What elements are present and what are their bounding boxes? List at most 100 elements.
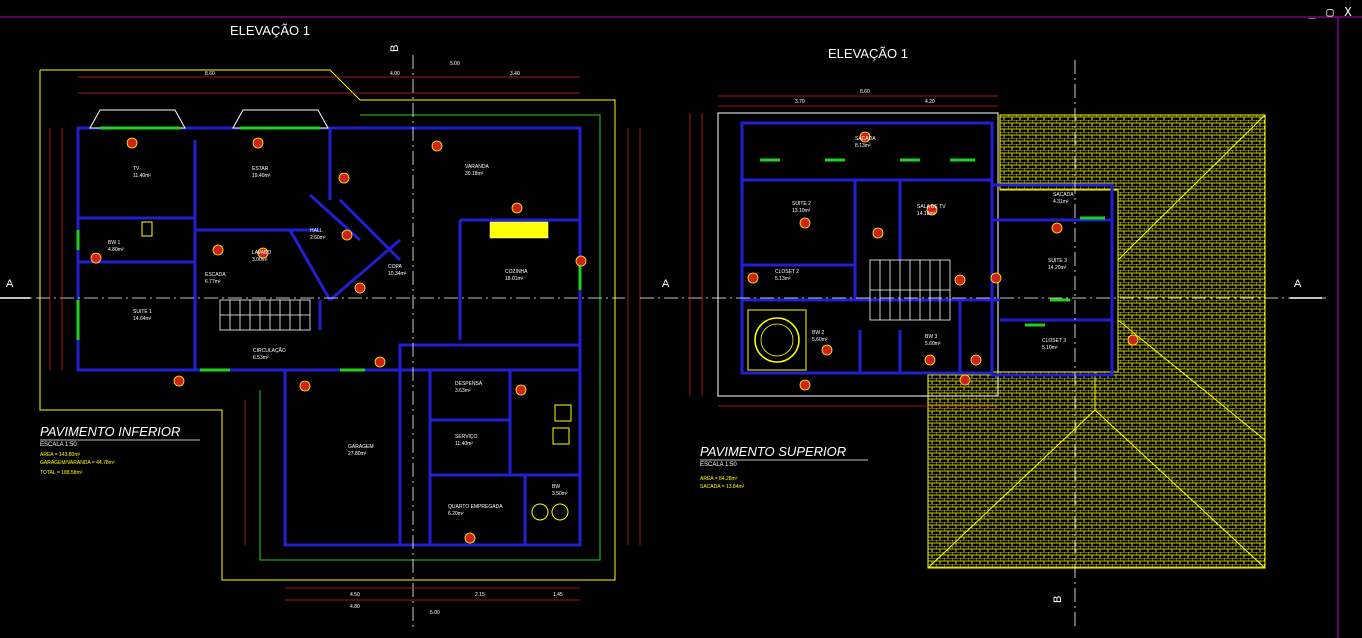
left-elevation-label: ELEVAÇÃO 1	[230, 23, 310, 38]
svg-text:18.01m²: 18.01m²	[505, 276, 524, 282]
svg-text:6.53m²: 6.53m²	[253, 355, 269, 361]
svg-text:HALL: HALL	[310, 228, 323, 234]
svg-text:SUITE 3: SUITE 3	[1048, 258, 1067, 264]
svg-text:14.18m²: 14.18m²	[917, 211, 936, 217]
svg-text:SUITE 1: SUITE 1	[133, 309, 152, 315]
svg-text:BW 1: BW 1	[108, 240, 120, 246]
svg-text:3.63m²: 3.63m²	[455, 388, 471, 394]
rdim-1: 3.70	[795, 99, 805, 105]
svg-text:3.00m²: 3.00m²	[252, 257, 268, 263]
svg-text:14.20m²: 14.20m²	[1048, 265, 1067, 271]
svg-text:8.13m²: 8.13m²	[855, 143, 871, 149]
svg-text:CLOSET 2: CLOSET 2	[775, 269, 799, 275]
room-bw2: BW 25.60m²	[812, 330, 828, 343]
svg-text:6.20m²: 6.20m²	[448, 511, 464, 517]
rdim-2: 4.20	[925, 99, 935, 105]
left-green-line	[259, 114, 601, 561]
svg-text:DESPENSA: DESPENSA	[455, 381, 483, 387]
svg-text:TV: TV	[133, 166, 140, 172]
left-bath-fixtures	[141, 221, 572, 521]
dim-top-3: 3.40	[510, 71, 520, 77]
room-closet3: CLOSET 35.10m²	[1042, 338, 1066, 351]
right-dimension-lines	[689, 95, 998, 407]
left-plan-title: PAVIMENTO INFERIOR	[40, 424, 180, 439]
left-roof-outline	[39, 69, 616, 581]
room-suite3: SUITE 314.20m²	[1048, 258, 1067, 271]
svg-text:2.60m²: 2.60m²	[310, 235, 326, 241]
right-windows	[760, 158, 1105, 327]
svg-text:4.80m²: 4.80m²	[108, 247, 124, 253]
svg-text:19.40m²: 19.40m²	[252, 173, 271, 179]
right-section-b: B	[1052, 596, 1064, 603]
svg-text:ESCADA: ESCADA	[205, 272, 226, 278]
svg-text:SALA DE TV: SALA DE TV	[917, 204, 946, 210]
right-walls	[740, 121, 1114, 377]
svg-text:VARANDA: VARANDA	[465, 164, 489, 170]
right-stairs	[869, 259, 951, 321]
svg-text:6.77m²: 6.77m²	[205, 279, 221, 285]
svg-text:3.50m²: 3.50m²	[552, 491, 568, 497]
right-section-a-left: A	[662, 278, 670, 290]
left-plan-total: TOTAL = 188.58m²	[40, 470, 83, 476]
dim-top-0: 8.60	[205, 71, 215, 77]
left-windows	[76, 126, 582, 372]
svg-text:4.31m²: 4.31m²	[1053, 199, 1069, 205]
dim-bottom-1: 2.15	[475, 592, 485, 598]
close-button[interactable]: X	[1344, 5, 1352, 19]
left-section-markers: A B	[0, 45, 401, 299]
dim-top-1: 4.00	[390, 71, 400, 77]
minimize-button[interactable]: _	[1308, 5, 1316, 19]
svg-text:BW 3: BW 3	[925, 334, 937, 340]
left-floor-plan: A B ELEVAÇÃO 1 PAVIMENTO INFERIOR ESCALA…	[0, 23, 641, 630]
svg-text:ESTAR: ESTAR	[252, 166, 269, 172]
svg-text:COZINHA: COZINHA	[505, 269, 528, 275]
svg-text:CIRCULAÇÃO: CIRCULAÇÃO	[253, 347, 286, 354]
svg-text:11.40m²: 11.40m²	[455, 441, 473, 447]
svg-text:27.80m²: 27.80m²	[348, 451, 367, 457]
svg-text:10.34m²: 10.34m²	[388, 271, 407, 277]
dim-bottom-4: 5.00	[430, 610, 440, 616]
kitchen-counter	[489, 221, 549, 239]
right-floor-plan: A A B ELEVAÇÃO 1 PAVIMENTO SUPERIOR ESCA…	[640, 46, 1330, 630]
svg-text:QUARTO EMPREGADA: QUARTO EMPREGADA	[448, 504, 503, 510]
room-bw: BW3.50m²	[552, 484, 568, 497]
svg-text:GARAGEM: GARAGEM	[348, 444, 374, 450]
svg-text:BW 2: BW 2	[812, 330, 824, 336]
rdim-0: 8.60	[860, 89, 870, 95]
svg-text:5.60m²: 5.60m²	[925, 341, 941, 347]
svg-text:SERVIÇO: SERVIÇO	[455, 434, 478, 440]
room-bw3: BW 35.60m²	[925, 334, 941, 347]
svg-text:13.10m²: 13.10m²	[792, 208, 811, 214]
room-closet2: CLOSET 25.13m²	[775, 269, 799, 282]
left-plan-area: AREA = 143.80m²	[40, 452, 80, 458]
right-dimension-texts: 8.60 3.70 4.20	[795, 89, 935, 105]
left-light-fixtures	[90, 137, 587, 544]
restore-button[interactable]: ▢	[1326, 5, 1334, 19]
window-controls: _ ▢ X	[1306, 6, 1354, 18]
svg-text:5.60m²: 5.60m²	[812, 337, 828, 343]
section-b-label: B	[389, 45, 401, 52]
svg-text:SACADA: SACADA	[855, 136, 876, 142]
room-suite2: SUITE 213.10m²	[792, 201, 811, 214]
hot-tub-inner	[760, 323, 794, 357]
svg-text:SACADA: SACADA	[1053, 192, 1074, 198]
bay-window-left	[89, 109, 186, 129]
dim-bottom-0: 4.50	[350, 592, 360, 598]
dim-top-2: 5.00	[450, 61, 460, 67]
left-dimension-lines	[49, 76, 641, 601]
dim-bottom-2: 1.45	[553, 592, 563, 598]
room-suite1: SUITE 114.64m²	[133, 309, 152, 322]
svg-text:SUITE 2: SUITE 2	[792, 201, 811, 207]
